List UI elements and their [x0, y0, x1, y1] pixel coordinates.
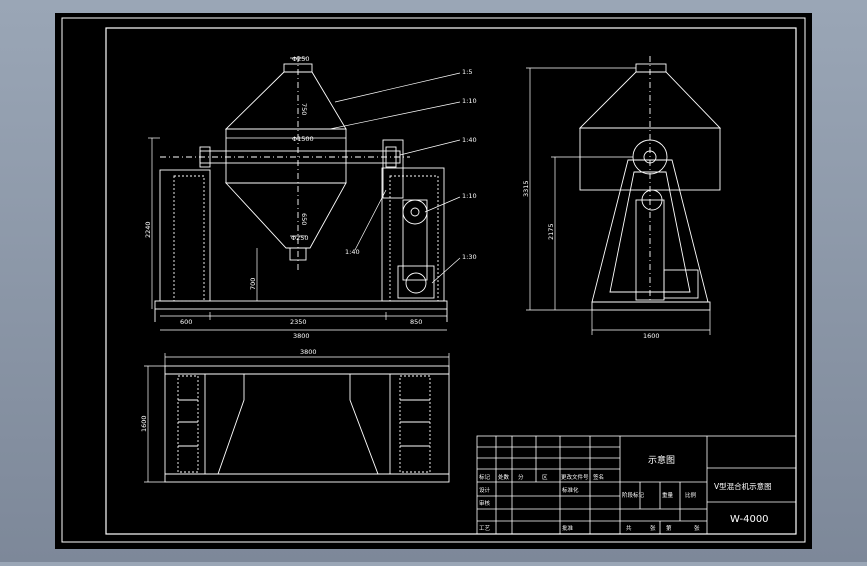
plan-outline	[164, 365, 450, 483]
front-motor	[397, 265, 435, 299]
tb-r1-3: 区	[542, 474, 548, 481]
front-drive-pulley-hub	[410, 207, 420, 217]
callout-2: 1:10	[462, 97, 477, 105]
front-view	[154, 56, 448, 322]
tb-r1-4: 更改文件号	[561, 473, 589, 481]
callout-6: 1:30	[462, 253, 477, 261]
front-left-bearing	[199, 146, 211, 168]
tb-bot-2: 第	[666, 524, 672, 532]
side-dimensions	[526, 67, 711, 335]
front-base	[154, 300, 448, 310]
front-right-bearing	[385, 146, 397, 168]
plan-left-leg	[204, 373, 245, 475]
callout-3: 1:40	[462, 136, 477, 144]
leader-3	[399, 139, 461, 156]
tb-r1-2: 分	[518, 473, 524, 481]
dim-middle-span: 2350	[290, 318, 307, 326]
inner-border	[105, 27, 797, 535]
front-motor-circle	[405, 272, 427, 294]
outer-border	[61, 17, 806, 543]
tb-r1-1: 处数	[498, 473, 510, 481]
dim-total-width: 3800	[293, 332, 310, 340]
side-dim-axis: 2175	[547, 223, 555, 240]
dim-left-span: 600	[180, 318, 192, 326]
plan-right-leg	[349, 373, 391, 475]
tb-r4-3: 批准	[562, 524, 574, 532]
plan-dim-depth: 1600	[140, 415, 148, 432]
leader-1	[334, 72, 461, 103]
side-dim-height: 3315	[522, 180, 530, 197]
leader-2	[329, 101, 461, 130]
tb-r2-3: 标准化	[562, 486, 579, 494]
front-belt	[402, 199, 428, 281]
leader-4	[424, 196, 461, 213]
side-view	[578, 56, 722, 311]
dim-cone-bottom: 650	[300, 213, 308, 225]
tb-drawing-number: W-4000	[730, 514, 769, 525]
dim-cone-top: 750	[300, 103, 308, 115]
callout-4: 1:10	[462, 192, 477, 200]
callout-5: 1:40	[345, 248, 360, 256]
tb-mid-0: 阶段标记	[622, 491, 645, 499]
leader-5	[354, 189, 387, 251]
side-pulley-hub	[643, 150, 657, 164]
tb-r1-5: 签名	[593, 473, 604, 481]
tb-mid-1: 重量	[662, 491, 674, 499]
side-base	[591, 301, 711, 311]
side-dim-base: 1600	[643, 332, 660, 340]
tb-drawing-name: V型混合机示意图	[714, 481, 772, 491]
tb-bot-0: 共	[626, 524, 632, 532]
tb-r4-0: 工艺	[479, 525, 491, 532]
side-gear-column	[635, 199, 665, 301]
title-block	[476, 435, 797, 535]
tb-bot-3: 张	[694, 524, 700, 532]
side-frame-a-inner	[609, 171, 691, 293]
plan-left-hatch	[177, 375, 199, 473]
plan-dimensions	[144, 353, 450, 483]
dim-outlet: Φ250	[291, 234, 309, 242]
plan-right-hatch	[399, 375, 431, 473]
front-vessel-bottom-cone	[224, 182, 347, 249]
dim-body-diameter: Φ1500	[292, 135, 314, 143]
tb-r1-0: 标记	[479, 473, 491, 481]
tb-mid-2: 比例	[685, 491, 697, 499]
sheet-background	[55, 13, 812, 549]
tb-r2-0: 设计	[479, 486, 491, 494]
side-motor	[663, 269, 699, 299]
plan-view	[164, 365, 450, 483]
dim-right-span: 850	[410, 318, 422, 326]
tb-drawing-type: 示意图	[648, 454, 675, 466]
leader-6	[431, 257, 461, 284]
tb-r3-0: 审核	[479, 499, 491, 507]
plan-dim-width: 3800	[300, 348, 317, 356]
callout-1: 1:5	[462, 68, 472, 76]
tb-bot-1: 张	[650, 524, 656, 532]
front-gearbox	[382, 139, 404, 199]
dim-total-height: 2240	[144, 221, 152, 238]
front-dimensions	[148, 57, 461, 331]
side-small-pulley	[641, 189, 663, 211]
dim-outlet-height: 700	[249, 278, 257, 290]
dim-top-inlet: Φ250	[292, 55, 310, 63]
